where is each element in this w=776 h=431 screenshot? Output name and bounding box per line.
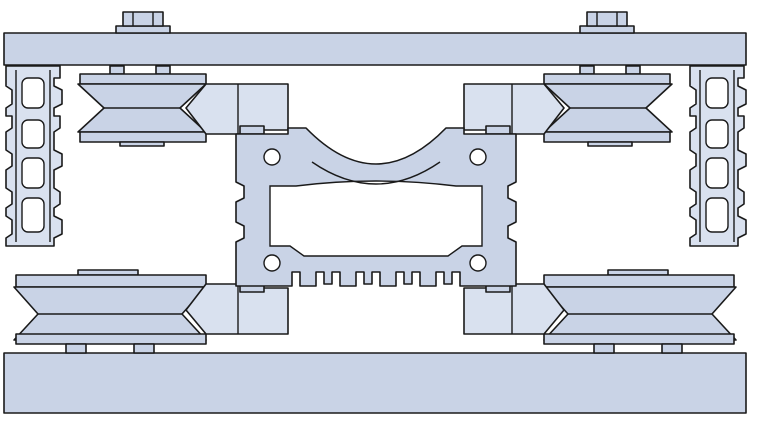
center-carriage-profile [235,127,517,287]
top-right-v-wheel [543,65,673,147]
top-left-bolt-head [115,11,171,34]
left-aluminum-extrusion [5,65,63,247]
top-right-wheel-mount [463,83,565,135]
bottom-left-wheel-mount [185,283,289,335]
right-aluminum-extrusion [689,65,747,247]
top-right-bolt-head [579,11,635,34]
bottom-right-wheel-mount [463,283,565,335]
bottom-left-v-wheel [13,269,207,354]
bottom-rail-plate [3,352,747,414]
top-left-wheel-mount [185,83,289,135]
bottom-right-v-wheel [543,269,737,354]
top-rail-plate [3,32,747,66]
